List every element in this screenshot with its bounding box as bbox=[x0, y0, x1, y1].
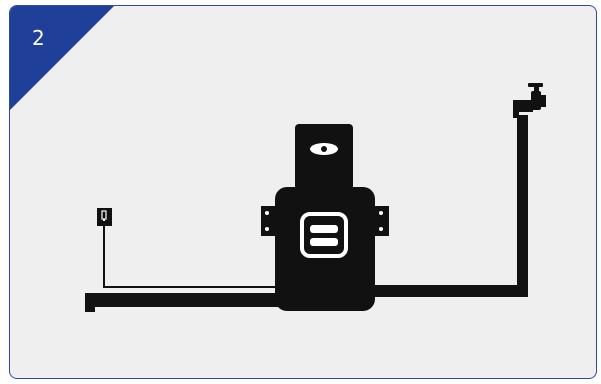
water-heater-unit bbox=[261, 124, 389, 311]
installation-diagram bbox=[85, 83, 546, 312]
base-pipe bbox=[85, 293, 279, 312]
step-number: 2 bbox=[32, 26, 45, 50]
step-card: 2 bbox=[9, 5, 597, 379]
water-tap-icon bbox=[513, 83, 546, 118]
power-cable bbox=[103, 223, 279, 288]
water-pipe bbox=[371, 115, 528, 297]
electrical-outlet-icon bbox=[97, 208, 112, 226]
step-badge bbox=[10, 6, 114, 110]
